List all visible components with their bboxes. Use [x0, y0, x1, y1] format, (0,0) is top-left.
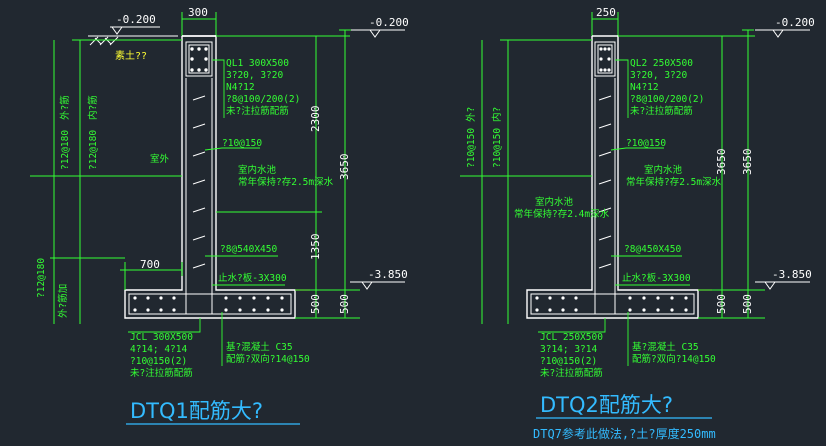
base-v1-text: ?12@180 — [36, 258, 47, 298]
right-dimensions — [216, 29, 360, 319]
left-dimension-lines — [30, 39, 183, 324]
right-dimensions-r — [618, 29, 765, 319]
inner-v2-text: ?12@180 — [88, 130, 99, 170]
right-base-bars-text: 配筋?双向?14@150 — [632, 353, 716, 365]
dtq1-title: DTQ1配筋大? — [130, 399, 263, 423]
fill-label: 素土?? — [115, 49, 147, 62]
right-level-top: -0.200 — [755, 16, 815, 38]
inside-water-text: 室内水池 — [238, 164, 277, 176]
right-inside-water2-text: 常年保持?存2.5m深水 — [626, 176, 722, 188]
jcl2-note-text: 未?注拉筋配筋 — [540, 367, 603, 379]
ql2-bars-text: 3?20, 3?20 — [630, 70, 687, 81]
ql2-text: QL2 250X500 — [630, 58, 693, 69]
right-level-bottom-text: -3.850 — [772, 268, 812, 281]
jcl1-note-text: 未?注拉筋配筋 — [130, 367, 193, 379]
level-top-left-text: -0.200 — [116, 13, 156, 26]
inside-water2-text: 常年保持?存2.5m深水 — [238, 176, 334, 188]
inner-v1-text: 内?筋 — [87, 95, 99, 120]
right-left-dims — [460, 39, 592, 324]
jcl2-stirrup-text: ?10@150(2) — [540, 356, 597, 367]
right-dim-3650a-text: 3650 — [715, 149, 728, 176]
dim-2300-text: 2300 — [309, 106, 322, 133]
dim-500a-text: 500 — [309, 294, 322, 314]
top-dim-text: 300 — [188, 6, 208, 19]
right-side-b-text: 内? — [491, 107, 503, 122]
right-dim-500a-text: 500 — [715, 294, 728, 314]
ql1-bars-text: 3?20, 3?20 — [226, 70, 283, 81]
level-mark-bottom: -3.850 — [350, 268, 408, 290]
ql1-note-text: 未?注拉筋配筋 — [226, 105, 289, 117]
jcl2-text: JCL 250X500 — [540, 332, 603, 343]
right-stirrup-bottom-text: ?8@450X450 — [624, 244, 681, 255]
base-beam-jcl2 — [530, 289, 712, 315]
vert-bar-text: ?10@150 — [222, 138, 262, 149]
ql2-note-text: 未?注拉筋配筋 — [630, 105, 693, 117]
ql2-stirrup-text: ?8@100/200(2) — [630, 94, 704, 105]
base-v2-text: 外?筋加 — [57, 284, 69, 318]
right-top-dim-text: 250 — [596, 6, 616, 19]
ring-beam-ql1 — [185, 41, 213, 77]
dim-top-250: 250 — [591, 6, 619, 38]
stirrup-bottom-text: ?8@540X450 — [220, 244, 277, 255]
ql1-n-text: N4?12 — [226, 82, 255, 93]
outside-label: 室外 — [150, 153, 170, 165]
right-level-top-text: -0.200 — [775, 16, 815, 29]
outer-v1-text: 外?筋 — [59, 95, 71, 120]
right-dim-3650b-text: 3650 — [741, 149, 754, 176]
right-inside-water-text: 室内水池 — [644, 164, 683, 176]
ql1-stirrup-text: ?8@100/200(2) — [226, 94, 300, 105]
right-waterstop-text: 止水?板-3X300 — [622, 272, 691, 284]
base-beam-jcl1 — [128, 289, 310, 315]
dtq2-note: DTQ7参考此做法,?土?厚度250mm — [533, 426, 716, 441]
outer-v2-text: ?12@180 — [60, 130, 71, 170]
right-outer-v2-text: ?10@150 — [492, 128, 503, 168]
dtq2-section: 250 -0.200 — [460, 6, 815, 441]
ql1-text: QL1 300X500 — [226, 58, 289, 69]
jcl2-bars-text: 3?14; 3?14 — [540, 344, 597, 355]
wall-vertical-bars — [185, 78, 213, 300]
right-concrete-text: 基?混凝土 C35 — [632, 341, 699, 353]
right-level-bottom: -3.850 — [755, 268, 812, 290]
level-mark-top-right: -0.200 — [350, 16, 409, 38]
concrete-text: 基?混凝土 C35 — [226, 341, 293, 353]
right-wall-vertical-bars — [594, 78, 616, 300]
dim-700-text: 700 — [140, 258, 160, 271]
ring-beam-ql2 — [594, 41, 616, 77]
dim-3650-text: 3650 — [338, 154, 351, 181]
right-side-a-text: 外? — [465, 107, 477, 122]
dim-1350-text: 1350 — [309, 234, 322, 261]
base-bars-text: 配筋?双向?14@150 — [226, 353, 310, 365]
dim-500b-text: 500 — [338, 294, 351, 314]
ql2-n-text: N4?12 — [630, 82, 659, 93]
level-top-right-text: -0.200 — [369, 16, 409, 29]
jcl1-text: JCL 300X500 — [130, 332, 193, 343]
right-outer-v1-text: ?10@150 — [466, 128, 477, 168]
level-mark-top-left: -0.200 — [110, 13, 160, 35]
right-inside-water3-text: 室内水池 — [535, 196, 574, 208]
right-dim-500b-text: 500 — [741, 294, 754, 314]
ground-hatch — [88, 35, 178, 46]
right-vert-bar-text: ?10@150 — [626, 138, 666, 149]
dtq1-section: -0.200 素土?? 300 -0.200 — [30, 6, 409, 425]
jcl1-bars-text: 4?14; 4?14 — [130, 344, 187, 355]
waterstop-text: 止水?板-3X300 — [218, 272, 287, 284]
dim-top-300: 300 — [181, 6, 217, 38]
dtq2-title: DTQ2配筋大? — [540, 393, 673, 417]
jcl1-stirrup-text: ?10@150(2) — [130, 356, 187, 367]
level-bottom-text: -3.850 — [368, 268, 408, 281]
right-inside-water4-text: 常年保持?存2.4m深水 — [514, 208, 610, 220]
